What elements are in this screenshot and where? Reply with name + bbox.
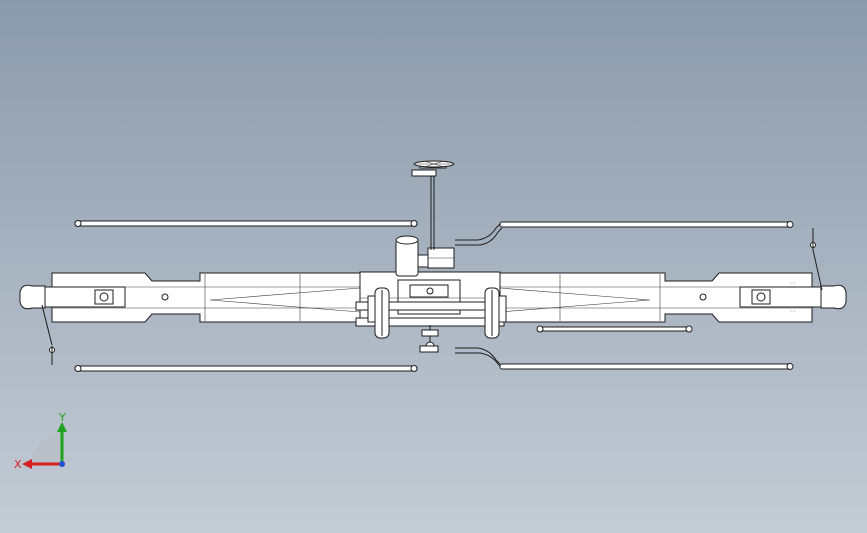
hand-brake-wheel[interactable] [413,160,455,168]
y-axis-label: Y [58,411,66,424]
hand-brake-staff[interactable] [411,163,447,250]
x-axis-label: X [14,458,22,471]
upper-left-rod[interactable] [74,220,418,227]
right-wheelset[interactable] [484,287,507,339]
coordinate-triad-icon: X Y [14,411,67,471]
x-axis-arrowhead [22,459,32,469]
triad-plane-indicator [32,434,62,464]
left-wheelset[interactable] [367,287,390,339]
upper-right-rod[interactable] [455,221,794,246]
svg-text:◦◦: ◦◦ [790,281,796,287]
brake-cylinder[interactable] [395,235,455,277]
svg-text:◦◦: ◦◦ [790,309,796,315]
lower-left-rod[interactable] [74,365,418,372]
release-lever[interactable] [419,325,439,353]
left-coupler[interactable] [19,284,126,365]
z-axis-dot [59,461,65,467]
auxiliary-brake-rod[interactable] [536,325,693,333]
right-coupler[interactable]: ◦◦ ◦◦ [739,228,847,315]
y-axis-arrowhead [57,422,67,432]
lower-right-rod[interactable] [455,347,794,370]
